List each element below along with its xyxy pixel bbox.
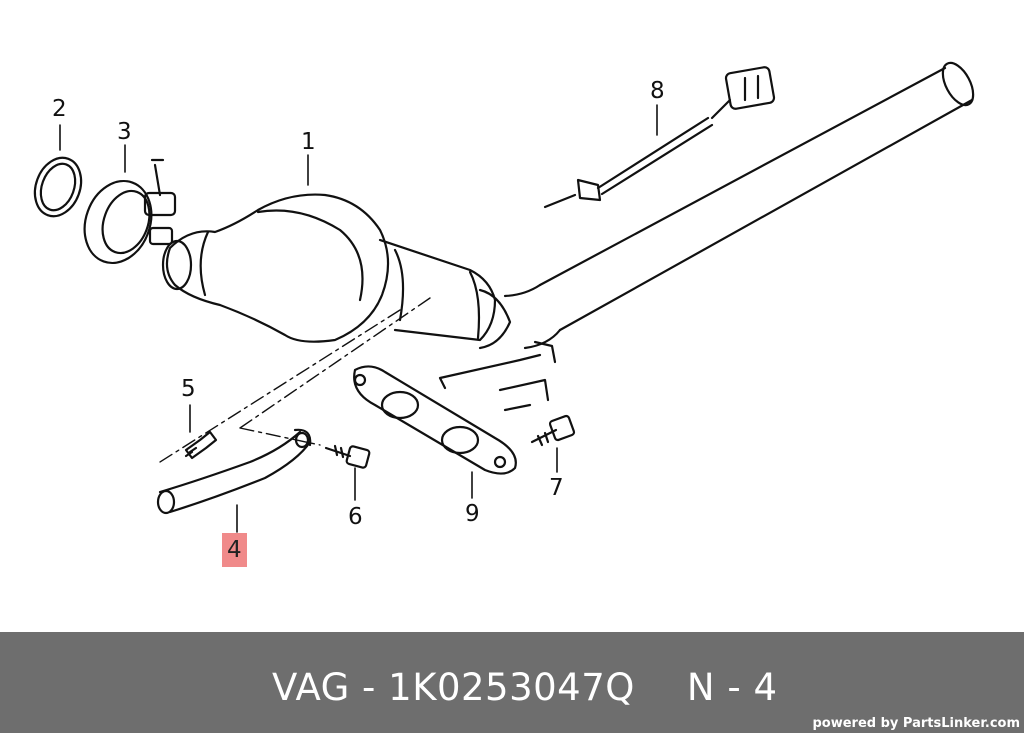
part-number: 1K0253047Q (388, 666, 635, 709)
powered-by-link[interactable]: powered by PartsLinker.com (812, 716, 1020, 731)
footer-bar (0, 632, 1024, 733)
position-prefix: N - (686, 666, 754, 709)
position-number: 4 (753, 666, 778, 709)
clamp (83, 158, 177, 265)
bracket (156, 428, 312, 515)
bolt-5 (184, 430, 218, 460)
brand-separator: - (349, 666, 389, 709)
callout-8[interactable]: 8 (650, 78, 665, 104)
callout-9[interactable]: 9 (465, 501, 480, 527)
callout-1[interactable]: 1 (301, 129, 316, 155)
gasket-ring (33, 156, 83, 218)
callout-2[interactable]: 2 (52, 96, 67, 122)
callout-5[interactable]: 5 (181, 376, 196, 402)
part-reference: VAG - 1K0253047Q N - 4 (272, 666, 777, 709)
catalytic-converter (161, 193, 497, 343)
brand-name: VAG (272, 666, 350, 709)
exploded-parts-diagram: 2 3 1 5 4 6 9 7 8 (33, 61, 975, 567)
callout-3[interactable]: 3 (117, 119, 132, 145)
exhaust-pipe (478, 61, 975, 350)
callout-4-highlighted[interactable]: 4 (222, 533, 247, 567)
callout-7[interactable]: 7 (549, 475, 564, 501)
callout-leaders (59, 104, 658, 533)
bolt-6 (324, 444, 371, 469)
flange-gasket (353, 340, 557, 475)
temperature-sensor (543, 66, 776, 209)
bolt-7 (530, 414, 576, 447)
callout-6[interactable]: 6 (348, 504, 363, 530)
